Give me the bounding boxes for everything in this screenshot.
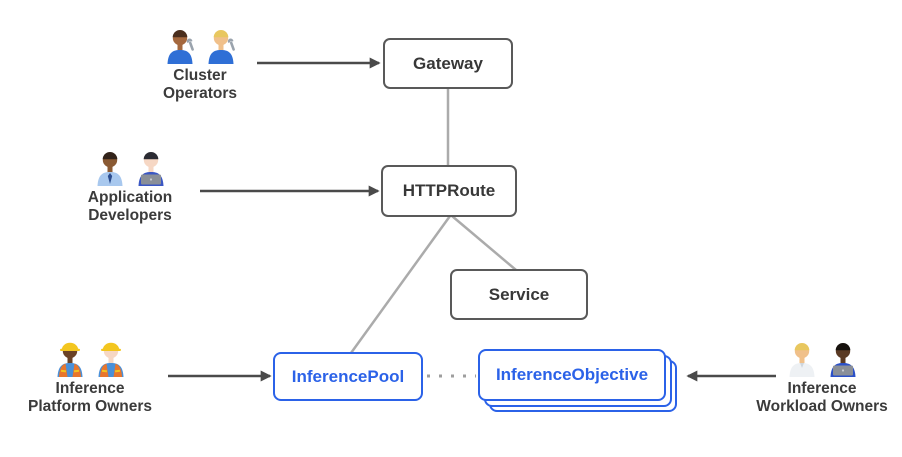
gateway-label: Gateway [413, 53, 483, 73]
edge-httproute-service [451, 215, 517, 271]
inferencepool-label: InferencePool [291, 366, 405, 386]
service-label: Service [488, 284, 550, 304]
man-construction-worker-icon [93, 339, 129, 377]
man-office-worker-icon [92, 148, 128, 186]
inferenceobjective-label: InferenceObjective [495, 365, 649, 384]
inferenceobjective-node: InferenceObjective [478, 349, 666, 401]
httproute-node: HTTPRoute [381, 165, 517, 217]
application-developers-avatars [50, 148, 210, 186]
platform-owners-avatars [0, 339, 180, 377]
cluster-operators-avatars [120, 26, 280, 64]
gateway-node: Gateway [383, 38, 513, 89]
man-mechanic-icon [162, 26, 198, 64]
httproute-label: HTTPRoute [402, 181, 496, 200]
woman-technologist-icon [133, 148, 169, 186]
service-node: Service [450, 269, 588, 320]
inferencepool-node: InferencePool [273, 352, 423, 401]
health-worker-icon [784, 339, 820, 377]
woman-construction-worker-icon [52, 339, 88, 377]
man-technologist-icon [825, 339, 861, 377]
edge-httproute-inferencepool [349, 215, 452, 354]
workload-owners-avatars [732, 339, 902, 377]
woman-mechanic-icon [203, 26, 239, 64]
